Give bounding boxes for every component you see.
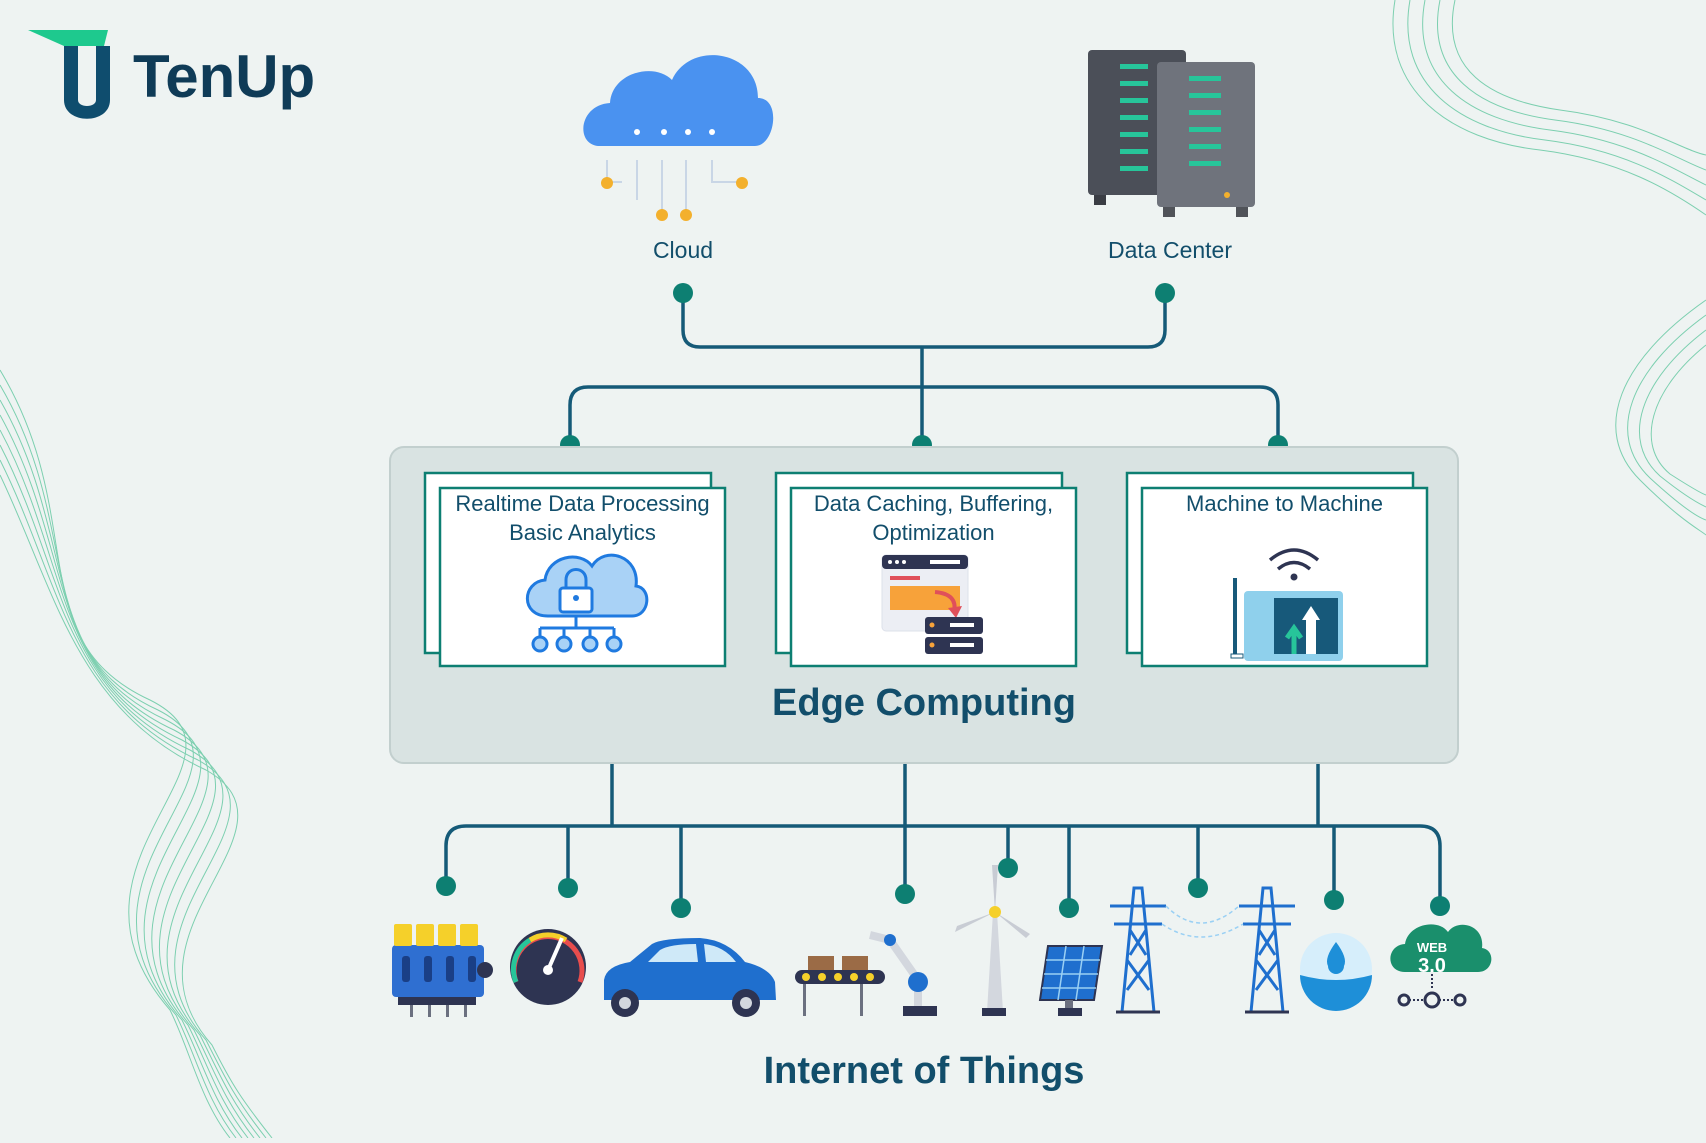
iot-title: Internet of Things: [763, 1050, 1085, 1092]
tenup-logo-icon: [28, 30, 110, 119]
power-tower-icon: [1110, 886, 1166, 1014]
power-lines: [1161, 905, 1244, 938]
web3-label-bottom: 3.0: [1418, 955, 1446, 977]
data-center-icon: [1088, 50, 1255, 217]
robot-arm-conveyor-icon: [795, 931, 937, 1016]
web3-label-top: WEB: [1417, 940, 1447, 955]
car-icon: [604, 938, 776, 1017]
cloud-icon: [583, 55, 774, 221]
cache-server-icon: [881, 554, 983, 654]
data-center-label: Data Center: [1107, 237, 1232, 263]
solar-panel-icon: [1038, 945, 1104, 1016]
card2-line2: Optimization: [872, 520, 995, 545]
card3-title: Machine to Machine: [1142, 489, 1427, 518]
m2m-wifi-icon: [1230, 548, 1343, 661]
speedometer-icon: [510, 929, 586, 1005]
card3-line1: Machine to Machine: [1186, 491, 1383, 516]
brand-name: TenUp: [133, 43, 316, 110]
card2-line1: Data Caching, Buffering,: [813, 491, 1054, 516]
engine-icon: [392, 924, 493, 1017]
card2-title: Data Caching, Buffering, Optimization: [791, 489, 1076, 547]
card1-title: Realtime Data Processing Basic Analytics: [440, 489, 725, 547]
card1-line1: Realtime Data Processing: [455, 491, 710, 516]
power-tower-icon: [1239, 886, 1295, 1014]
connector-lines: [444, 293, 1442, 908]
cloud-lock-icon: [525, 553, 649, 653]
web3-cloud-icon: WEB 3.0: [1390, 924, 1492, 1009]
edge-computing-title: Edge Computing: [772, 682, 1076, 724]
cloud-label: Cloud: [652, 237, 714, 263]
water-drop-icon: [1300, 933, 1372, 1011]
card1-line2: Basic Analytics: [509, 520, 656, 545]
wind-turbine-icon: [955, 865, 1030, 1016]
